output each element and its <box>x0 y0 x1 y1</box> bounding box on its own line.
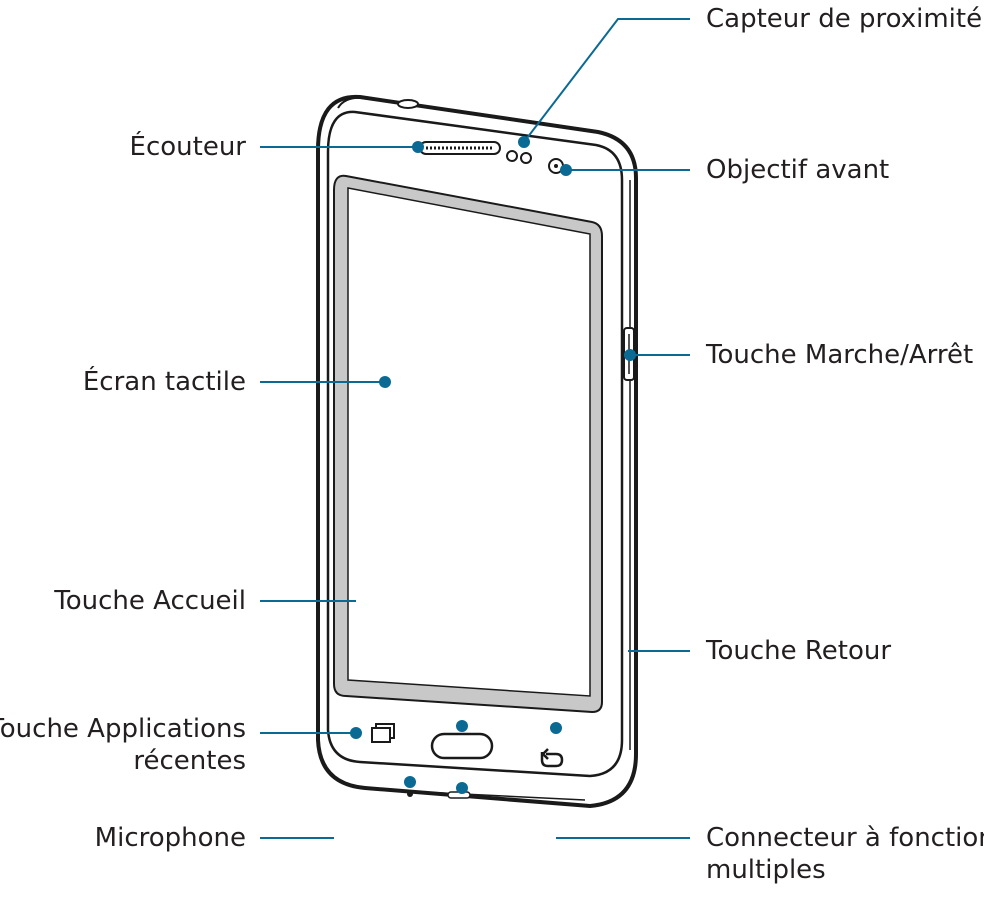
label-touchscreen: Écran tactile <box>82 367 246 397</box>
dot-power-key <box>624 349 636 361</box>
dot-front-camera <box>560 164 572 176</box>
front-camera-center <box>554 164 558 168</box>
leader-endpoints <box>350 136 636 794</box>
label-back-key: Touche Retour <box>706 636 892 666</box>
back-key-icon <box>540 752 564 768</box>
label-earpiece: Écouteur <box>129 132 246 162</box>
label-proximity-sensor: Capteur de proximité <box>706 4 983 34</box>
label-recent-apps-line2: récentes <box>133 746 246 776</box>
home-key <box>430 732 494 760</box>
dot-touchscreen <box>379 376 391 388</box>
leader-proximity-sensor <box>523 18 690 143</box>
top-edge <box>337 96 595 133</box>
label-microphone: Microphone <box>94 823 246 853</box>
dot-multipurpose-jack <box>456 782 468 794</box>
label-multipurpose-jack-line2: multiples <box>706 855 826 885</box>
dot-back-key <box>550 722 562 734</box>
dot-proximity-sensor <box>518 136 530 148</box>
label-multipurpose-jack-line1: Connecteur à fonctions <box>706 823 984 853</box>
dot-home-key <box>456 720 468 732</box>
dot-recent-apps <box>350 727 362 739</box>
bottom-edge <box>339 779 586 801</box>
top-jack-hole <box>397 99 419 109</box>
proximity-sensor-dot-2 <box>520 152 532 164</box>
leader-lines <box>260 18 690 839</box>
label-recent-apps-line1: Touche Applications <box>0 714 246 744</box>
microphone-hole <box>407 791 413 797</box>
back-key-arrow <box>541 748 549 760</box>
label-front-camera: Objectif avant <box>706 155 890 185</box>
proximity-sensor-dot-1 <box>506 150 518 162</box>
dot-microphone <box>404 776 416 788</box>
label-power-key: Touche Marche/Arrêt <box>706 340 974 370</box>
dot-earpiece <box>412 141 424 153</box>
touchscreen-display <box>347 187 591 697</box>
recent-apps-icon-front <box>371 727 391 743</box>
label-home-key: Touche Accueil <box>54 586 246 616</box>
